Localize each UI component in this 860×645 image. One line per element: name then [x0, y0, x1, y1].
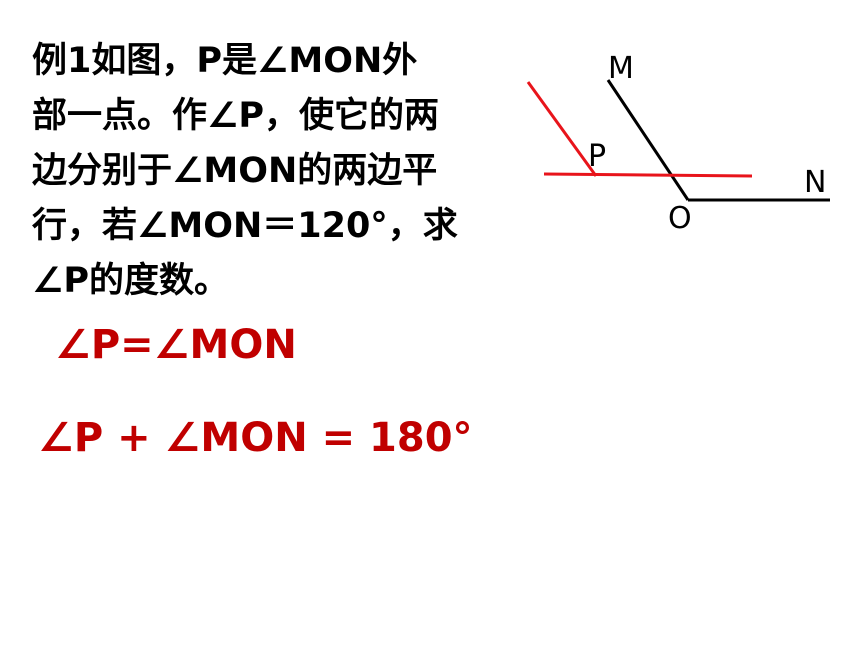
problem-statement: 例1如图，P是∠MON外 部一点。作∠P，使它的两 边分别于∠MON的两边平 行…: [32, 34, 532, 309]
problem-line-1: 例1如图，P是∠MON外: [32, 41, 418, 81]
side-p-parallel-on: [543, 172, 753, 178]
side-p-parallel-om: [526, 81, 598, 177]
problem-line-5: ∠P的度数。: [32, 261, 230, 301]
ray-om: [606, 79, 690, 201]
label-p: P: [588, 139, 606, 174]
label-m: M: [608, 51, 634, 86]
problem-line-3: 边分别于∠MON的两边平: [32, 151, 438, 191]
label-n: N: [804, 165, 826, 200]
answer-supplementary-angles: ∠P + ∠MON = 180°: [38, 415, 473, 461]
problem-line-4: 行，若∠MON＝120°，求: [32, 206, 458, 246]
answer-equal-angles: ∠P=∠MON: [55, 322, 297, 368]
geometry-figure: M P O N: [526, 51, 830, 236]
label-o: O: [668, 201, 692, 236]
problem-line-2: 部一点。作∠P，使它的两: [32, 96, 440, 136]
